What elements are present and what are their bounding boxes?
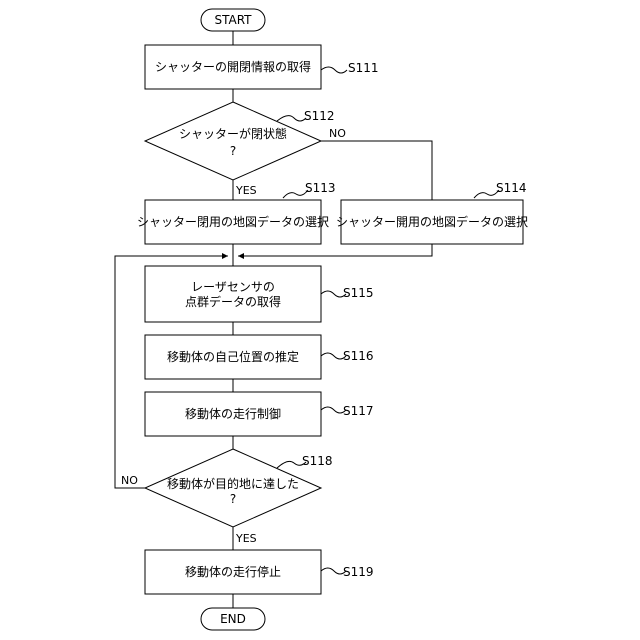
process-s116-label: 移動体の自己位置の推定 xyxy=(167,349,299,364)
process-s115 xyxy=(145,266,321,322)
connector-s114-merge xyxy=(238,244,432,256)
process-s111-label: シャッターの開閉情報の取得 xyxy=(155,59,311,74)
decision-s118-label-1: 移動体が目的地に達した xyxy=(167,476,299,491)
process-s114-label: シャッター開用の地図データの選択 xyxy=(336,214,528,229)
step-s119: S119 xyxy=(343,565,374,579)
start-label: START xyxy=(214,13,252,27)
connector-s112-no xyxy=(321,141,432,200)
leader-s112 xyxy=(277,116,306,121)
leader-s111 xyxy=(321,67,347,73)
arrowhead-from-loop xyxy=(222,253,228,259)
s118-no-label: NO xyxy=(121,474,138,487)
s118-yes-label: YES xyxy=(235,532,257,545)
s112-yes-label: YES xyxy=(235,184,257,197)
step-s115: S115 xyxy=(343,286,374,300)
step-s112: S112 xyxy=(304,109,335,123)
s112-no-label: NO xyxy=(329,127,346,140)
process-s117-label: 移動体の走行制御 xyxy=(185,406,281,421)
step-s113: S113 xyxy=(305,181,336,195)
process-s119-label: 移動体の走行停止 xyxy=(185,564,281,579)
process-s115-label-2: 点群データの取得 xyxy=(185,294,281,309)
end-label: END xyxy=(220,612,246,626)
process-s115-label-1: レーザセンサの xyxy=(191,280,275,294)
process-s113-label: シャッター閉用の地図データの選択 xyxy=(137,214,329,229)
decision-s118-label-2: ? xyxy=(230,492,236,506)
decision-s112-label-2: ? xyxy=(230,144,236,158)
step-s117: S117 xyxy=(343,404,374,418)
decision-s112 xyxy=(145,102,321,180)
step-s111: S111 xyxy=(348,61,379,75)
decision-s112-label-1: シャッターが閉状態 xyxy=(179,126,287,141)
step-s114: S114 xyxy=(496,181,527,195)
arrowhead-from-s114 xyxy=(238,253,244,259)
step-s116: S116 xyxy=(343,349,374,363)
step-s118: S118 xyxy=(302,454,333,468)
